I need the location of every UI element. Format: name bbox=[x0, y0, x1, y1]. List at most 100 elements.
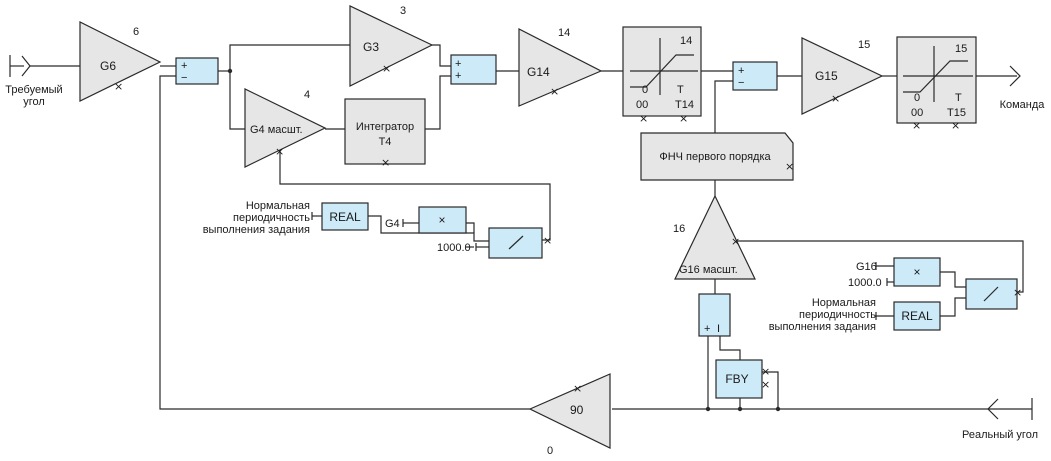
sum2: + + bbox=[450, 54, 497, 85]
svg-text:+: + bbox=[181, 60, 187, 72]
gain-g90: 90 0 × bbox=[528, 373, 611, 457]
svg-text:0: 0 bbox=[642, 84, 648, 96]
fby-label: FBY bbox=[725, 372, 748, 386]
period1-line1: Нормальная bbox=[246, 200, 310, 212]
period1-line2: периодичность bbox=[233, 212, 310, 224]
limiter-15-top: 15 bbox=[955, 43, 967, 55]
gain-g16-label: G16 масшт. bbox=[679, 264, 738, 276]
period1-line3: выполнения задания bbox=[203, 224, 310, 236]
wire-g3-sum2 bbox=[432, 44, 451, 67]
gain-g3-num: 3 bbox=[400, 5, 406, 17]
svg-text:0: 0 bbox=[914, 92, 920, 104]
svg-text:T: T bbox=[955, 92, 962, 104]
gain-g90-label: 90 bbox=[570, 403, 584, 417]
gain-g4: G4 масшт. 4 × bbox=[244, 88, 327, 168]
gain-g4-mark: × bbox=[275, 145, 284, 158]
svg-text:00: 00 bbox=[911, 107, 923, 119]
wire-fby-side bbox=[762, 371, 779, 409]
svg-text:−: − bbox=[181, 72, 187, 84]
sum3: + − bbox=[732, 61, 778, 91]
output-port: Команда bbox=[1000, 65, 1046, 111]
svg-text:+: + bbox=[455, 70, 461, 82]
feedback-label: Реальный угол bbox=[962, 429, 1038, 441]
svg-text:+: + bbox=[738, 65, 744, 77]
limiter-15: 15 0 T 00 T15 × × bbox=[896, 36, 977, 132]
gain-g15: G15 15 × bbox=[801, 37, 884, 115]
gain-g6-mark: × bbox=[114, 80, 123, 93]
const1-label: 1000.0 bbox=[437, 242, 471, 254]
real1-label: REAL bbox=[329, 210, 361, 224]
lpf-block: ФНЧ первого порядка × bbox=[640, 132, 794, 181]
svg-text:×: × bbox=[785, 160, 794, 173]
div2-box bbox=[965, 278, 1018, 310]
fby-block: FBY × × bbox=[715, 359, 770, 399]
gain-g6: G6 6 × bbox=[79, 21, 162, 102]
svg-text:×: × bbox=[381, 156, 390, 169]
wire-div1-g4 bbox=[279, 150, 551, 241]
wire-to-g3 bbox=[229, 44, 350, 71]
wire-mult2-div2 bbox=[940, 271, 966, 288]
g4-in-label: G4 bbox=[385, 218, 400, 230]
lpf-label: ФНЧ первого порядка bbox=[659, 151, 771, 163]
gain-g90-num: 0 bbox=[547, 445, 553, 457]
junction-fb2 bbox=[737, 406, 743, 412]
wire-mult1-div1 bbox=[466, 222, 475, 233]
sum4: + I bbox=[698, 293, 731, 337]
period2-line1: Нормальная bbox=[812, 297, 876, 309]
integrator-line2: T4 bbox=[379, 136, 392, 148]
mult2-box bbox=[893, 257, 941, 287]
svg-text:×: × bbox=[543, 234, 552, 247]
gain-g4-label: G4 масшт. bbox=[250, 124, 303, 136]
svg-text:×: × bbox=[679, 112, 688, 125]
gain-g14: G14 14 × bbox=[518, 27, 603, 107]
limiter-14: 14 0 T 00 T14 × × bbox=[622, 26, 702, 125]
gain-g14-mark: × bbox=[550, 85, 559, 98]
const2-label: 1000.0 bbox=[848, 277, 882, 289]
svg-text:T15: T15 bbox=[947, 107, 966, 119]
wire-lpf-sum3 bbox=[714, 80, 733, 133]
wire-to-g4 bbox=[229, 71, 247, 130]
svg-text:00: 00 bbox=[636, 99, 648, 111]
svg-text:I: I bbox=[717, 323, 720, 335]
real2-box bbox=[893, 301, 941, 331]
svg-text:×: × bbox=[761, 365, 770, 378]
input-label-line2: угол bbox=[23, 96, 45, 108]
svg-text:+: + bbox=[455, 58, 461, 70]
junction-sum1 bbox=[227, 68, 233, 74]
wire-div2-g16 bbox=[735, 240, 1024, 293]
gain-g6-label: G6 bbox=[100, 59, 116, 73]
wire-real2-div2 bbox=[940, 297, 966, 317]
svg-text:T: T bbox=[677, 84, 684, 96]
wire-g90-sum1 bbox=[159, 75, 530, 410]
wires bbox=[30, 44, 1032, 410]
g16-scaling: G16 1000.0 × Нормальная периодичность вы… bbox=[769, 257, 1022, 333]
svg-text:×: × bbox=[639, 112, 648, 125]
svg-text:×: × bbox=[761, 378, 770, 391]
gain-g14-label: G14 bbox=[527, 65, 550, 79]
gain-g3-label: G3 bbox=[363, 40, 379, 54]
mult1-label: × bbox=[438, 213, 445, 227]
integrator-block: Интегратор T4 × bbox=[344, 98, 426, 169]
junction-fb3 bbox=[775, 406, 781, 412]
output-label: Команда bbox=[1000, 99, 1046, 111]
gain-g14-num: 14 bbox=[558, 27, 570, 39]
gain-g15-mark: × bbox=[831, 92, 840, 105]
wire-sum4-fby bbox=[719, 336, 741, 360]
svg-text:×: × bbox=[912, 119, 921, 132]
junction-fb1 bbox=[705, 406, 711, 412]
feedback-port: Реальный угол bbox=[962, 398, 1038, 441]
input-port: Требуемый угол bbox=[5, 55, 63, 108]
svg-text:+: + bbox=[704, 323, 710, 335]
gain-g16: G16 масшт. 16 × bbox=[673, 194, 756, 280]
limiter-14-top: 14 bbox=[680, 35, 692, 47]
g16-in-label: G16 bbox=[856, 261, 877, 273]
mult1-box bbox=[418, 206, 467, 234]
wire-int-sum2 bbox=[425, 75, 451, 130]
gain-g6-num: 6 bbox=[133, 26, 139, 38]
real1-box bbox=[321, 202, 369, 231]
integrator-line1: Интегратор bbox=[356, 121, 414, 133]
gain-g16-mark: × bbox=[731, 235, 740, 248]
svg-text:−: − bbox=[738, 77, 744, 89]
mult2-label: × bbox=[913, 265, 920, 279]
